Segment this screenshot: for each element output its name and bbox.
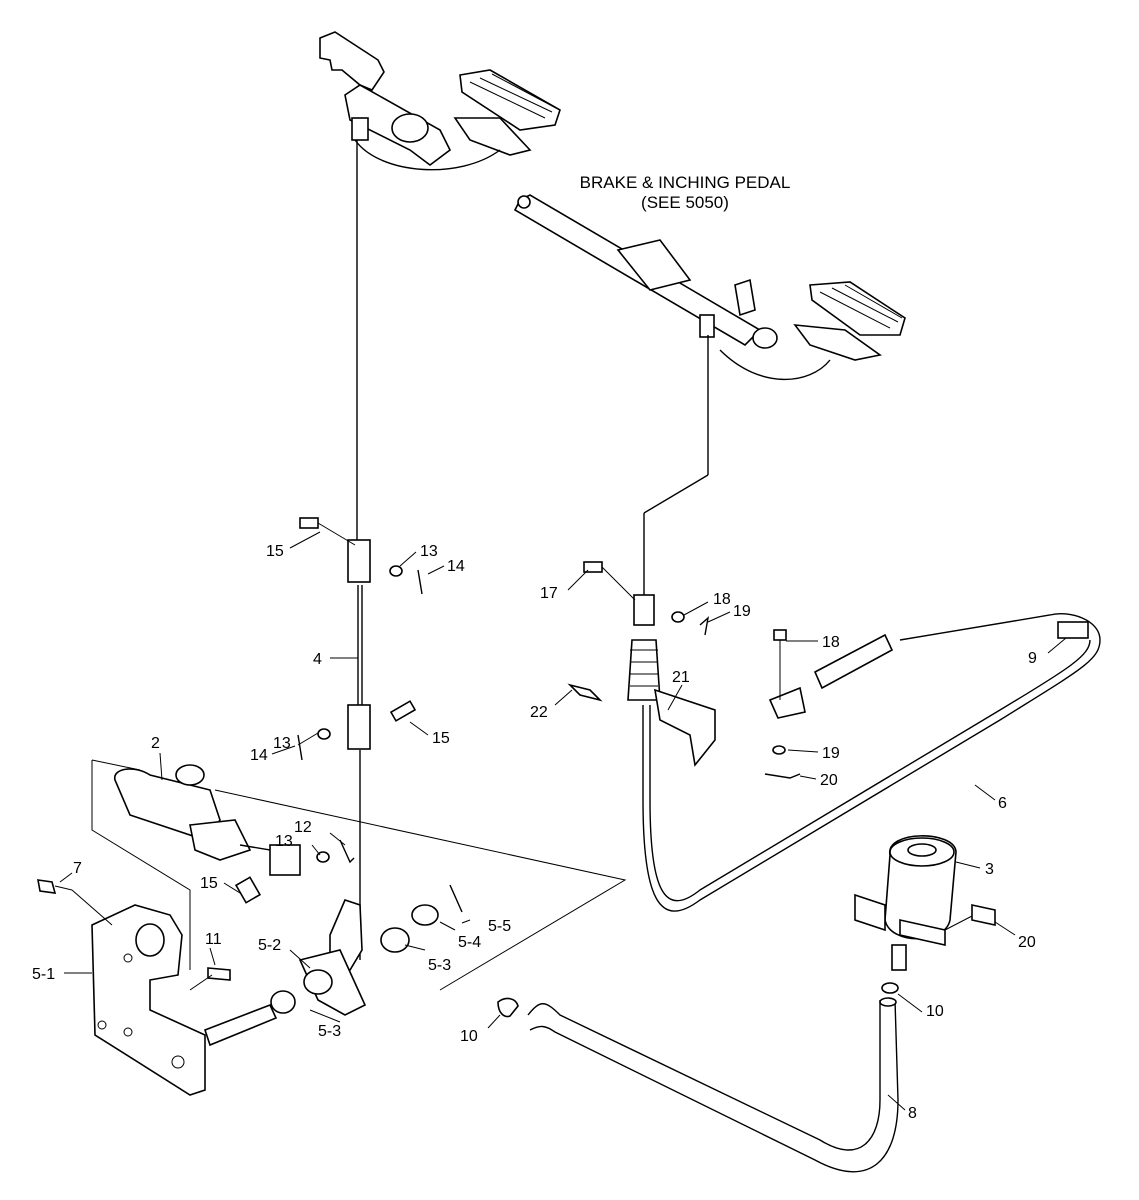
callout-14-top: 14: [447, 558, 465, 575]
callout-17: 20: [1018, 934, 1036, 951]
right-linkage: [567, 335, 1101, 912]
callout-20-left: 19: [733, 603, 751, 620]
upper-pedal-assembly: [319, 31, 561, 171]
callout-8: 8: [908, 1105, 917, 1122]
callout-15-low: 15: [200, 875, 218, 892]
callout-21: 21: [672, 669, 690, 686]
callout-10-right: 10: [926, 1003, 944, 1020]
brake-inching-pedal-title: BRAKE & INCHING PEDAL (SEE 5050): [555, 173, 815, 213]
callout-12: 12: [294, 819, 312, 836]
callout-3: 3: [985, 861, 994, 878]
master-cylinder-assembly: [37, 759, 627, 1096]
reservoir-hose-assembly: [497, 835, 996, 1173]
callout-5-2: 5-2: [258, 937, 281, 954]
callout-5-3-mid: 5-3: [428, 957, 451, 974]
callout-6: 7: [73, 860, 82, 877]
callout-5-4: 5-4: [458, 934, 481, 951]
callout-19-left: 18: [713, 591, 731, 608]
callout-20-right: 20: [820, 772, 838, 789]
leader-lines: [59, 531, 1067, 1111]
callout-13-top: 13: [420, 543, 438, 560]
callout-11: 11: [205, 931, 222, 948]
callout-2: 2: [151, 735, 160, 752]
callout-15-mid: 15: [432, 730, 450, 747]
callout-5-5: 5-5: [488, 918, 511, 935]
callout-18-right: 18: [822, 634, 840, 651]
callout-9: 9: [1028, 650, 1037, 667]
callout-14-mid: 14: [250, 747, 268, 764]
callout-15-top: 15: [266, 543, 284, 560]
callout-18-left: 17: [540, 585, 558, 602]
callout-10-left: 10: [460, 1028, 478, 1045]
callout-4: 4: [313, 651, 322, 668]
callout-7: 6: [998, 795, 1007, 812]
left-linkage: [297, 140, 423, 960]
brake-inching-pedal-assembly: [513, 194, 906, 381]
callout-5-1: 5-1: [32, 966, 55, 983]
callout-5-3-low: 5-3: [318, 1023, 341, 1040]
title-line-1: BRAKE & INCHING PEDAL: [579, 173, 791, 192]
callout-13-low: 13: [275, 833, 293, 850]
callout-labels: 15 13 14 4 15 13 14 2 12 13 15 7 11 5-1 …: [32, 543, 1037, 1122]
title-line-2: (SEE 5050): [641, 193, 729, 212]
callout-13-mid: 13: [273, 735, 291, 752]
callout-19-right: 19: [822, 745, 840, 762]
callout-22: 22: [530, 704, 548, 721]
